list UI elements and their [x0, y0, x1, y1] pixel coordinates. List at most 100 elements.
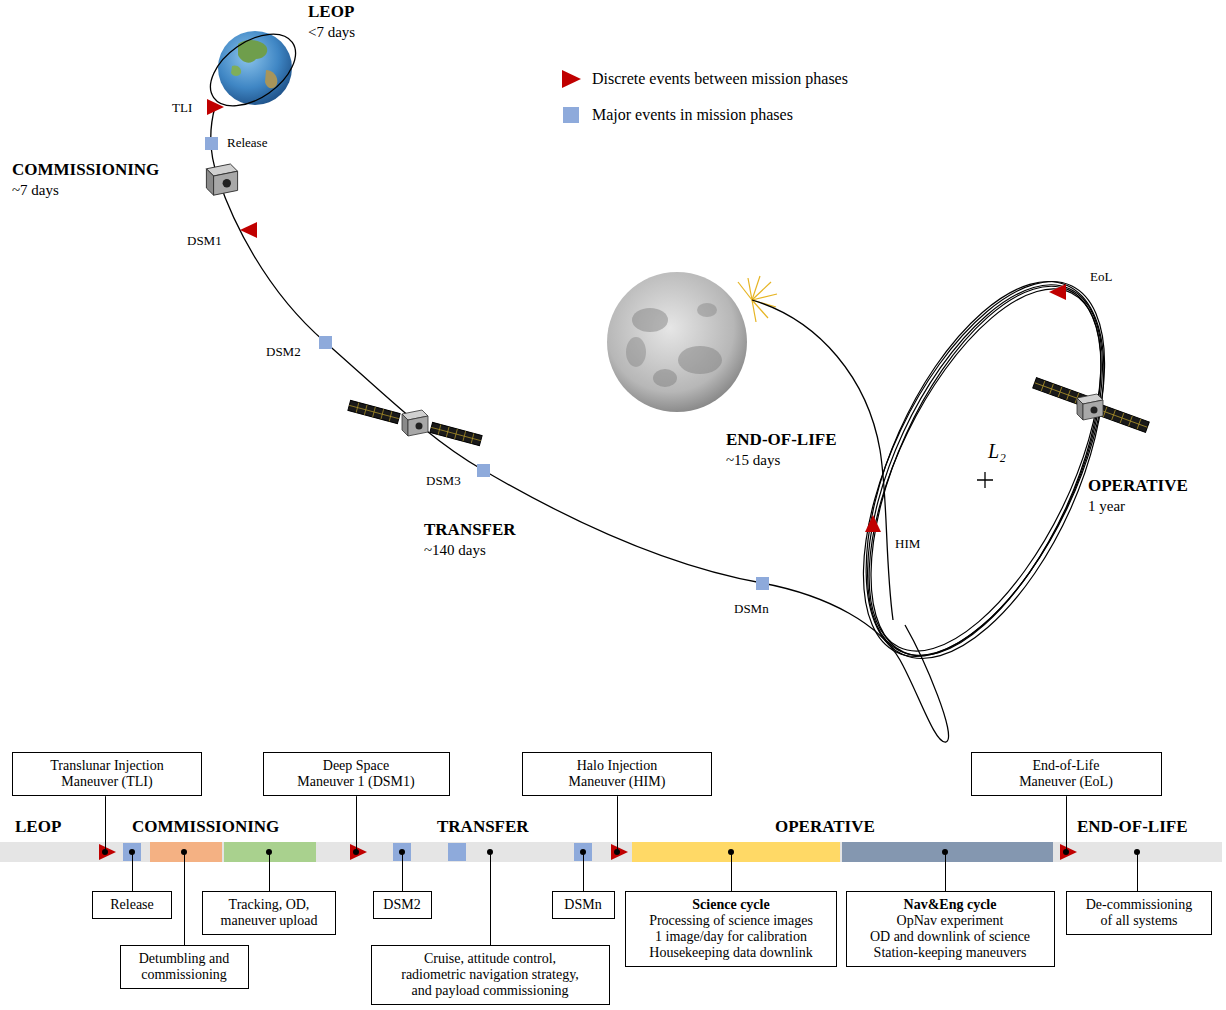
event-label: TLI [172, 101, 192, 116]
l2-point [977, 472, 993, 488]
leader-line [1066, 796, 1067, 852]
leader-line [1137, 852, 1138, 891]
cycle-box: Science cycleProcessing of science image… [625, 891, 837, 967]
phase-duration: 1 year [1088, 498, 1125, 515]
moon-figure [607, 272, 747, 412]
event-box: DSMn [552, 891, 615, 919]
timeline-phase: COMMISSIONING [132, 817, 279, 837]
impact-sparks [752, 300, 756, 322]
leader-line [731, 852, 732, 891]
phase-name: COMMISSIONING [12, 160, 159, 180]
spacecraft-icon [348, 400, 482, 445]
earth-figure [231, 65, 241, 76]
moon-figure [678, 346, 722, 374]
moon-figure [626, 337, 646, 367]
leader-line [617, 796, 618, 852]
event-box: Release [92, 891, 172, 919]
box-text: Release [110, 897, 154, 913]
event-label: EoL [1090, 270, 1112, 285]
event-square [123, 843, 592, 861]
event-dot [102, 849, 1140, 855]
halo-orbit [814, 246, 1155, 692]
leader-line [106, 796, 1138, 945]
timeline-phase: LEOP [15, 817, 61, 837]
event-label: HIM [895, 537, 920, 552]
impact-sparks [752, 294, 777, 300]
event-triangle [207, 99, 1066, 532]
phase-duration: <7 days [308, 24, 355, 41]
moon-figure [632, 308, 668, 332]
box-text: Detumbling and commissioning [134, 951, 234, 983]
event-triangle [207, 99, 224, 115]
event-triangle [611, 844, 628, 860]
leader-line [269, 852, 270, 891]
box-text: Station-keeping maneuvers [874, 945, 1027, 961]
event-square [448, 843, 466, 861]
spacecraft-icon [348, 400, 400, 423]
impact-sparks [738, 282, 752, 300]
event-label: DSMn [734, 602, 769, 617]
event-triangle [350, 844, 367, 860]
activity-box: Cruise, attitude control, radiometric na… [371, 945, 610, 1005]
box-text: 1 image/day for calibration [655, 929, 807, 945]
maneuver-box: End-of-Life Maneuver (EoL) [971, 752, 1162, 796]
box-text: Cruise, attitude control, radiometric na… [395, 951, 585, 999]
impact-sparks [738, 276, 777, 322]
event-square [756, 577, 769, 590]
parking-orbit [198, 20, 309, 121]
transfer-trajectory [211, 107, 949, 742]
leader-line [402, 852, 403, 891]
event-triangle [1049, 284, 1066, 300]
box-heading: Science cycle [692, 897, 769, 913]
timeline-phase: END-OF-LIFE [1077, 817, 1188, 837]
event-square [477, 464, 490, 477]
timeline-bar [632, 842, 840, 862]
leader-line [490, 852, 491, 945]
event-box: DSM2 [373, 891, 432, 919]
box-text: Halo Injection Maneuver (HIM) [560, 758, 675, 790]
spacecraft-icon [206, 164, 237, 195]
box-text: De-commissioning of all systems [1083, 897, 1195, 929]
cycle-box: Nav&Eng cycleOpNav experimentOD and down… [846, 891, 1055, 967]
phase-name: TRANSFER [424, 520, 516, 540]
halo-orbit [817, 247, 1153, 693]
timeline-bar [150, 842, 222, 862]
event-triangle [99, 844, 1077, 860]
event-label: Release [227, 136, 267, 151]
box-text: Translunar Injection Maneuver (TLI) [32, 758, 182, 790]
maneuver-box: Halo Injection Maneuver (HIM) [522, 752, 712, 796]
leader-line [184, 852, 185, 945]
legend-triangle [562, 70, 581, 88]
legend-swatch [563, 107, 579, 123]
maneuver-box: Deep Space Maneuver 1 (DSM1) [263, 752, 450, 796]
phase-duration: ~7 days [12, 182, 59, 199]
event-label: DSM3 [426, 474, 461, 489]
leader-line [945, 852, 946, 891]
event-triangle [1060, 844, 1077, 860]
moon-figure [653, 369, 677, 387]
activity-box: Detumbling and commissioning [120, 945, 249, 989]
box-text: DSM2 [383, 897, 420, 913]
leader-line [105, 796, 106, 852]
activity-box: De-commissioning of all systems [1066, 891, 1212, 935]
timeline-bar [0, 842, 1222, 862]
spacecraft-icon [1033, 378, 1150, 433]
event-triangle [865, 515, 881, 532]
activity-box: Tracking, OD, maneuver upload [202, 891, 336, 935]
earth-figure [265, 70, 277, 88]
box-text: Housekeeping data downlink [649, 945, 812, 961]
event-triangle [240, 222, 257, 238]
box-text: Processing of science images [649, 913, 813, 929]
box-heading: Nav&Eng cycle [904, 897, 997, 913]
event-triangle [99, 844, 116, 860]
halo-orbit [814, 246, 1155, 693]
timeline-bar [842, 842, 1053, 862]
point-label: L₂ [988, 440, 1006, 463]
maneuver-box: Translunar Injection Maneuver (TLI) [12, 752, 202, 796]
box-text: DSMn [564, 897, 601, 913]
phase-duration: ~140 days [424, 542, 486, 559]
leader-line [583, 852, 584, 891]
timeline-phase: TRANSFER [437, 817, 529, 837]
event-square [205, 137, 769, 590]
